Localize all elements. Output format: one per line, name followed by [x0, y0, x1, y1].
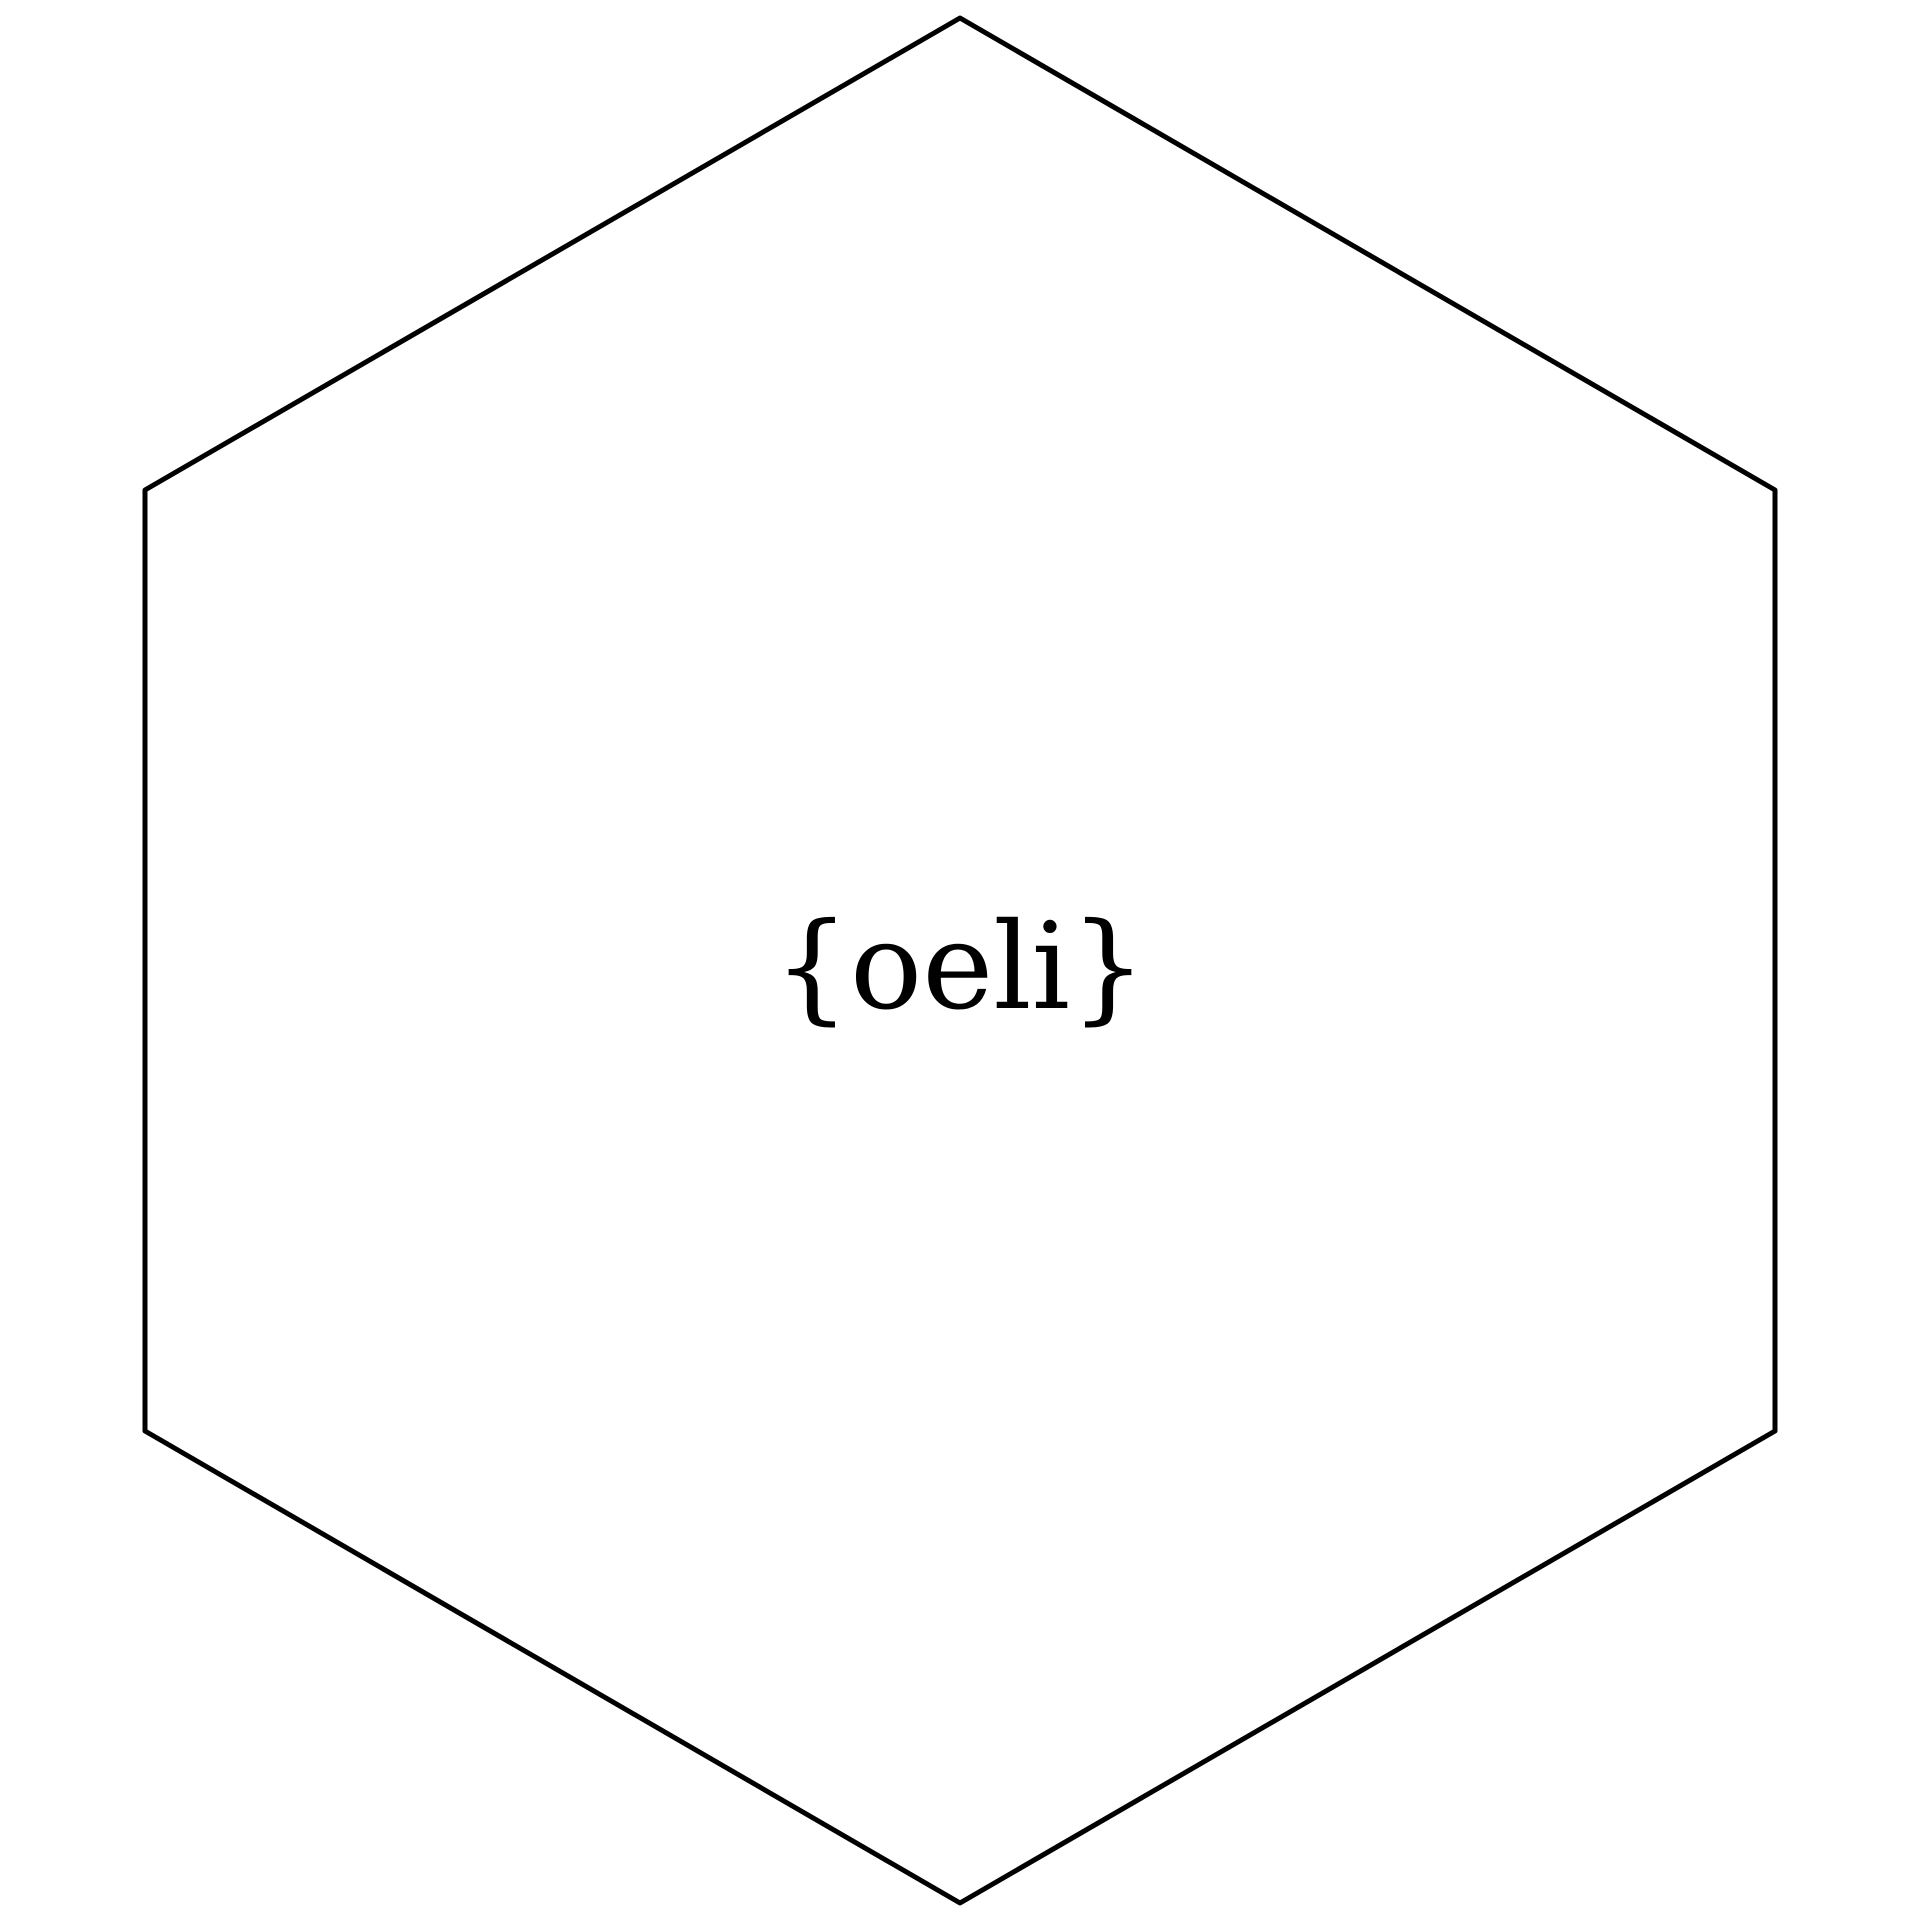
- hexagon-outline: [142, 15, 1778, 1906]
- hexagon-label: {oeli}: [774, 898, 1147, 1037]
